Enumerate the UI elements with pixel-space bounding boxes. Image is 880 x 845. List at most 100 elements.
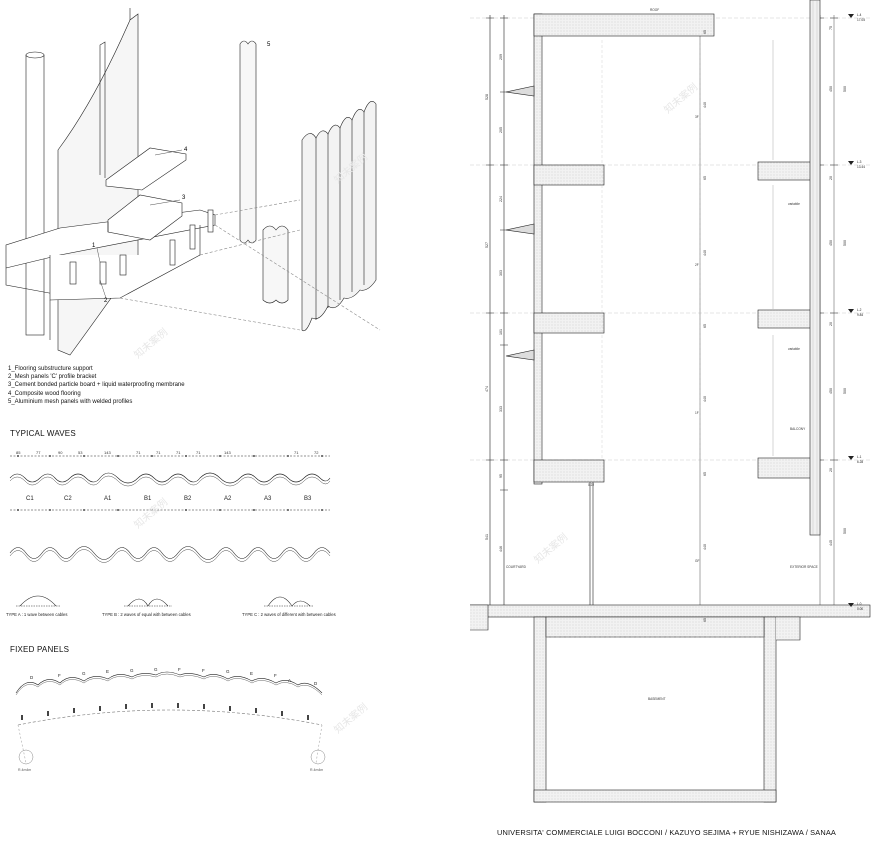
svg-text:85: 85 bbox=[16, 450, 21, 455]
wave-label: B1 bbox=[144, 496, 152, 502]
misc-mark: 0.22 bbox=[588, 483, 594, 487]
balcony-label: BALCONY bbox=[790, 427, 806, 431]
svg-text:71: 71 bbox=[196, 450, 201, 455]
svg-text:13.44: 13.44 bbox=[857, 165, 865, 169]
svg-text:500: 500 bbox=[843, 240, 847, 246]
svg-text:G: G bbox=[82, 671, 86, 676]
svg-text:450: 450 bbox=[829, 86, 833, 92]
level-marker-4: L.417.05 bbox=[848, 13, 865, 22]
svg-text:95: 95 bbox=[499, 474, 503, 478]
roof-label: ROOF bbox=[650, 8, 659, 12]
svg-text:143: 143 bbox=[224, 450, 231, 455]
svg-text:528: 528 bbox=[485, 94, 489, 100]
svg-text:0.00: 0.00 bbox=[857, 607, 863, 611]
svg-text:71: 71 bbox=[176, 450, 181, 455]
wave-label: B2 bbox=[184, 496, 192, 502]
svg-text:L.0: L.0 bbox=[857, 602, 862, 606]
svg-text:53: 53 bbox=[78, 450, 83, 455]
legend-item: 1_Flooring substructure support bbox=[8, 366, 93, 372]
svg-text:224: 224 bbox=[499, 196, 503, 202]
svg-text:F: F bbox=[178, 667, 181, 672]
courtyard-label: COURTYARD bbox=[506, 565, 527, 569]
svg-text:500: 500 bbox=[843, 528, 847, 534]
callout-2: 2 bbox=[104, 298, 108, 304]
axonometric-drawing: 4 3 1 2 5 bbox=[5, 8, 381, 356]
svg-text:20: 20 bbox=[829, 176, 833, 180]
level-marker-2: L.29.84 bbox=[848, 308, 863, 317]
legend-item: 3_Cement bonded particle board + liquid … bbox=[8, 382, 185, 389]
basement-label: BASEMENT bbox=[648, 697, 666, 701]
svg-text:71: 71 bbox=[136, 450, 141, 455]
svg-text:G: G bbox=[130, 668, 134, 673]
svg-text:6.28: 6.28 bbox=[857, 460, 863, 464]
callout-4: 4 bbox=[184, 147, 188, 153]
svg-text:474: 474 bbox=[485, 386, 489, 392]
svg-text:9.84: 9.84 bbox=[857, 313, 863, 317]
svg-text:65: 65 bbox=[703, 618, 707, 622]
svg-text:F: F bbox=[274, 673, 277, 678]
svg-text:L.4: L.4 bbox=[857, 13, 862, 17]
svg-text:209: 209 bbox=[499, 54, 503, 60]
svg-text:527: 527 bbox=[485, 242, 489, 248]
svg-text:20: 20 bbox=[829, 468, 833, 472]
svg-text:440: 440 bbox=[703, 544, 707, 550]
svg-text:72: 72 bbox=[314, 450, 319, 455]
typical-waves-title: TYPICAL WAVES bbox=[10, 429, 76, 438]
svg-text:101: 101 bbox=[499, 329, 503, 335]
callout-3: 3 bbox=[182, 195, 186, 201]
svg-text:71: 71 bbox=[294, 450, 299, 455]
svg-text:65: 65 bbox=[703, 324, 707, 328]
svg-text:440: 440 bbox=[703, 102, 707, 108]
svg-text:450: 450 bbox=[829, 240, 833, 246]
svg-text:L.3: L.3 bbox=[857, 160, 862, 164]
legend-item: 4_Composite wood flooring bbox=[8, 390, 81, 397]
svg-text:75: 75 bbox=[829, 26, 833, 30]
level-marker-1: L.16.28 bbox=[848, 455, 863, 464]
svg-text:77: 77 bbox=[36, 450, 41, 455]
svg-text:E: E bbox=[250, 671, 253, 676]
variable-label: variabile bbox=[788, 202, 800, 206]
svg-text:GF: GF bbox=[695, 559, 699, 563]
svg-text:65: 65 bbox=[703, 30, 707, 34]
exterior-label: EXTERIOR SPACE bbox=[790, 565, 818, 569]
wave-type-b: TYPE B : 2 waves of equal with between c… bbox=[102, 612, 191, 617]
callout-1: 1 bbox=[92, 243, 96, 249]
wave-label: A3 bbox=[264, 496, 272, 502]
svg-text:541: 541 bbox=[485, 534, 489, 540]
svg-text:E: E bbox=[106, 669, 109, 674]
svg-text:17.05: 17.05 bbox=[857, 18, 865, 22]
wave-label: C2 bbox=[64, 496, 72, 502]
svg-text:440: 440 bbox=[703, 396, 707, 402]
svg-text:303: 303 bbox=[499, 270, 503, 276]
svg-text:G: G bbox=[226, 669, 230, 674]
svg-text:20: 20 bbox=[829, 322, 833, 326]
fixed-panels-drawing: D F G E G G F F G E F A D R.4m4m R.4m4m bbox=[15, 667, 326, 772]
svg-text:A: A bbox=[288, 678, 291, 683]
section-drawing: ROOF variabile variabile BALCONY COURTYA… bbox=[470, 0, 871, 803]
drawing-credit: UNIVERSITA' COMMERCIALE LUIGI BOCCONI / … bbox=[497, 828, 836, 837]
svg-text:205: 205 bbox=[499, 127, 503, 133]
svg-text:D: D bbox=[30, 675, 34, 680]
svg-text:F: F bbox=[58, 673, 61, 678]
legend-item: 2_Mesh panels 'C' profile bracket bbox=[8, 374, 97, 381]
svg-text:90: 90 bbox=[58, 450, 63, 455]
wave-type-c: TYPE C : 2 waves of different with betwe… bbox=[242, 612, 336, 617]
wave-type-a: TYPE A : 1 wave between cables bbox=[6, 612, 67, 617]
svg-text:D: D bbox=[314, 681, 318, 686]
svg-text:446: 446 bbox=[499, 546, 503, 552]
level-marker-3: L.313.44 bbox=[848, 160, 865, 169]
svg-text:440: 440 bbox=[703, 250, 707, 256]
typical-waves-drawing: 85 77 90 53 143 71 71 71 71 143 71 72 C1… bbox=[6, 450, 336, 617]
svg-text:2F: 2F bbox=[695, 263, 699, 267]
legend: 1_Flooring substructure support 2_Mesh p… bbox=[8, 365, 338, 406]
svg-text:3F: 3F bbox=[695, 115, 699, 119]
svg-text:450: 450 bbox=[829, 388, 833, 394]
svg-text:500: 500 bbox=[843, 86, 847, 92]
wave-label: A1 bbox=[104, 496, 112, 502]
legend-item: 5_Aluminium mesh panels with welded prof… bbox=[8, 398, 133, 405]
variable-label: variabile bbox=[788, 347, 800, 351]
svg-text:1F: 1F bbox=[695, 411, 699, 415]
svg-text:F: F bbox=[202, 668, 205, 673]
svg-text:143: 143 bbox=[104, 450, 111, 455]
svg-text:G: G bbox=[154, 667, 158, 672]
